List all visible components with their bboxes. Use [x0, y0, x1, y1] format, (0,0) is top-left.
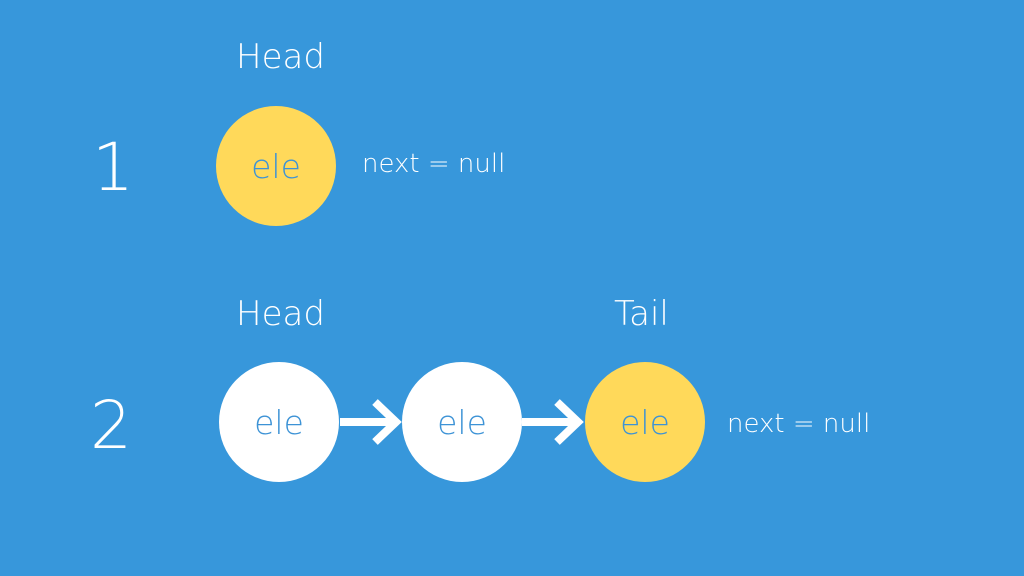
row2-node-2: ele [402, 362, 522, 482]
row2-node-2-text: ele [437, 402, 487, 442]
row2-head-label: Head [236, 294, 325, 334]
row2-node-3-tail: ele [585, 362, 705, 482]
row2-tail-label: Tail [614, 294, 669, 334]
row1-next-label: next = null [362, 149, 506, 179]
arrow-right-icon [340, 399, 402, 445]
row2-node-1: ele [219, 362, 339, 482]
arrow-right-icon [522, 399, 584, 445]
row1-number: 1 [92, 129, 134, 206]
row1-node: ele [216, 106, 336, 226]
row2-node-3-text: ele [620, 402, 670, 442]
row2-node-1-text: ele [254, 402, 304, 442]
row1-node-text: ele [251, 146, 301, 186]
row1-head-label: Head [236, 37, 325, 77]
row2-next-label: next = null [727, 409, 871, 439]
row2-number: 2 [90, 387, 132, 464]
